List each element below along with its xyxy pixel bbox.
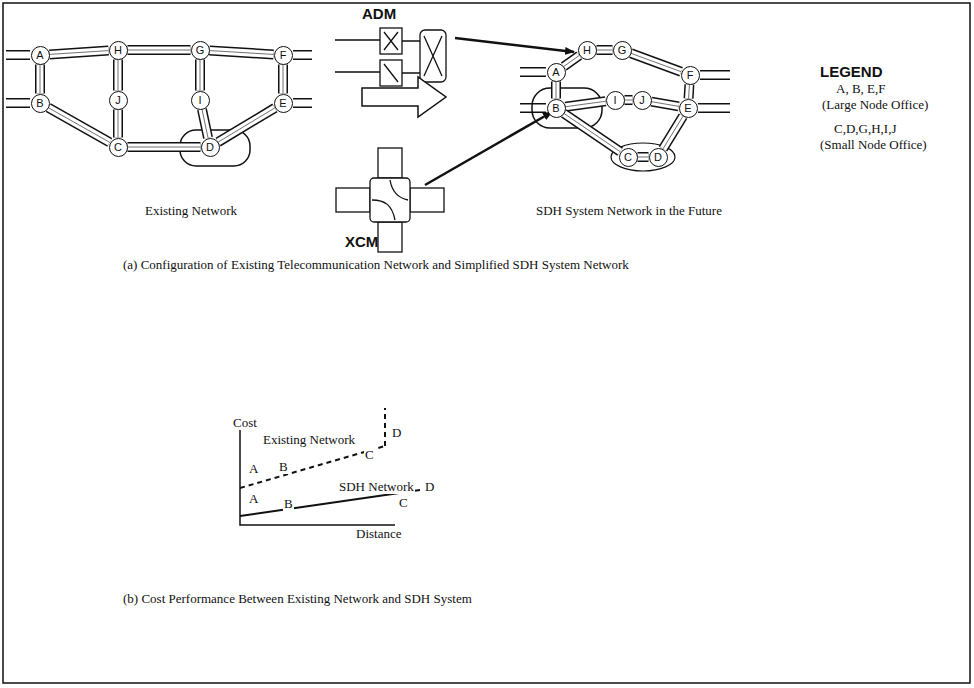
adm-symbol	[335, 28, 574, 86]
text-label: Distance	[355, 527, 402, 541]
node-office-circle: A	[31, 46, 50, 65]
text-label: B	[283, 497, 294, 511]
fiber-link	[283, 65, 284, 94]
text-label: (a) Configuration of Existing Telecommun…	[123, 258, 629, 272]
node-letter: A	[36, 50, 43, 61]
node-office-circle: J	[109, 91, 128, 110]
node-letter: F	[280, 50, 287, 61]
text-label: SDH System Network in the Future	[536, 204, 722, 218]
node-letter: G	[196, 45, 205, 56]
fiber-link	[118, 60, 119, 91]
text-label: Existing Network	[262, 433, 356, 447]
fiber-link	[48, 108, 109, 143]
fiber-link	[564, 55, 580, 66]
xcm-symbol	[336, 112, 552, 252]
node-office-circle: I	[191, 91, 210, 110]
text-label: A	[248, 462, 259, 476]
fiber-link	[128, 147, 201, 148]
fiber-link	[663, 116, 683, 149]
fiber-link	[631, 53, 681, 71]
node-office-circle: B	[31, 94, 50, 113]
text-label: C	[364, 448, 375, 462]
node-office-circle: C	[109, 138, 128, 157]
node-letter: E	[279, 98, 286, 109]
node-letter: I	[198, 95, 201, 106]
fiber-link	[597, 50, 613, 51]
node-letter: J	[639, 95, 645, 106]
text-label: (Large Node Office)	[822, 98, 928, 112]
text-label: Cost	[232, 416, 258, 430]
frame	[3, 3, 970, 683]
text-label: (b) Cost Performance Between Existing Ne…	[123, 592, 472, 606]
text-label: D	[391, 426, 402, 440]
text-label: (Small Node Office)	[820, 138, 927, 152]
node-letter: F	[687, 70, 694, 81]
node-letter: C	[624, 152, 632, 163]
node-letter: D	[206, 142, 214, 153]
fiber-link	[200, 60, 201, 91]
fiber-link	[556, 82, 557, 99]
text-label: XCM	[345, 234, 378, 251]
fiber-link	[49, 51, 108, 55]
fiber-link	[128, 50, 191, 51]
node-office-circle: B	[547, 99, 566, 118]
node-letter: C	[114, 142, 122, 153]
node-letter: H	[114, 45, 122, 56]
fiber-link	[565, 101, 605, 106]
node-office-circle: I	[606, 91, 625, 110]
node-office-circle: H	[109, 41, 128, 60]
node-letter: A	[552, 67, 559, 78]
fiber-link	[638, 157, 649, 158]
text-label: A, B, E,F	[836, 82, 885, 96]
node-office-circle: D	[649, 148, 668, 167]
text-label: A	[248, 492, 259, 506]
node-office-circle: G	[613, 41, 632, 60]
node-letter: I	[613, 95, 616, 106]
text-label: C	[398, 496, 409, 510]
node-letter: J	[115, 95, 121, 106]
node-office-circle: J	[633, 91, 652, 110]
node-letter: G	[618, 45, 627, 56]
fiber-link	[651, 102, 678, 107]
node-office-circle: E	[679, 99, 698, 118]
fiber-link	[40, 65, 41, 94]
fiber-link	[688, 84, 690, 98]
node-office-circle: H	[578, 41, 597, 60]
node-office-circle: D	[201, 138, 220, 157]
node-letter: B	[36, 98, 43, 109]
fiber-link	[218, 108, 275, 142]
text-label: ADM	[362, 6, 396, 23]
node-letter: H	[583, 45, 591, 56]
node-office-circle: E	[274, 94, 293, 113]
fiber-link	[625, 100, 633, 101]
fiber-link	[209, 51, 273, 55]
text-label: SDH Network	[338, 480, 415, 494]
node-letter: B	[552, 103, 559, 114]
text-label: C,D,G,H,I,J	[834, 122, 896, 136]
text-label: D	[424, 480, 435, 494]
text-label: Existing Network	[145, 204, 237, 218]
transition-arrow	[362, 77, 446, 117]
fiber-link	[118, 110, 119, 138]
node-letter: D	[654, 152, 662, 163]
node-letter: E	[684, 103, 691, 114]
fiber-link	[202, 109, 208, 137]
node-office-circle: A	[547, 63, 566, 82]
node-office-circle: F	[681, 66, 700, 85]
text-label: LEGEND	[820, 64, 883, 81]
cost-chart	[240, 408, 420, 525]
node-office-circle: G	[191, 41, 210, 60]
node-office-circle: C	[619, 148, 638, 167]
fiber-link	[564, 113, 620, 151]
node-office-circle: F	[274, 46, 293, 65]
text-label: B	[278, 460, 289, 474]
